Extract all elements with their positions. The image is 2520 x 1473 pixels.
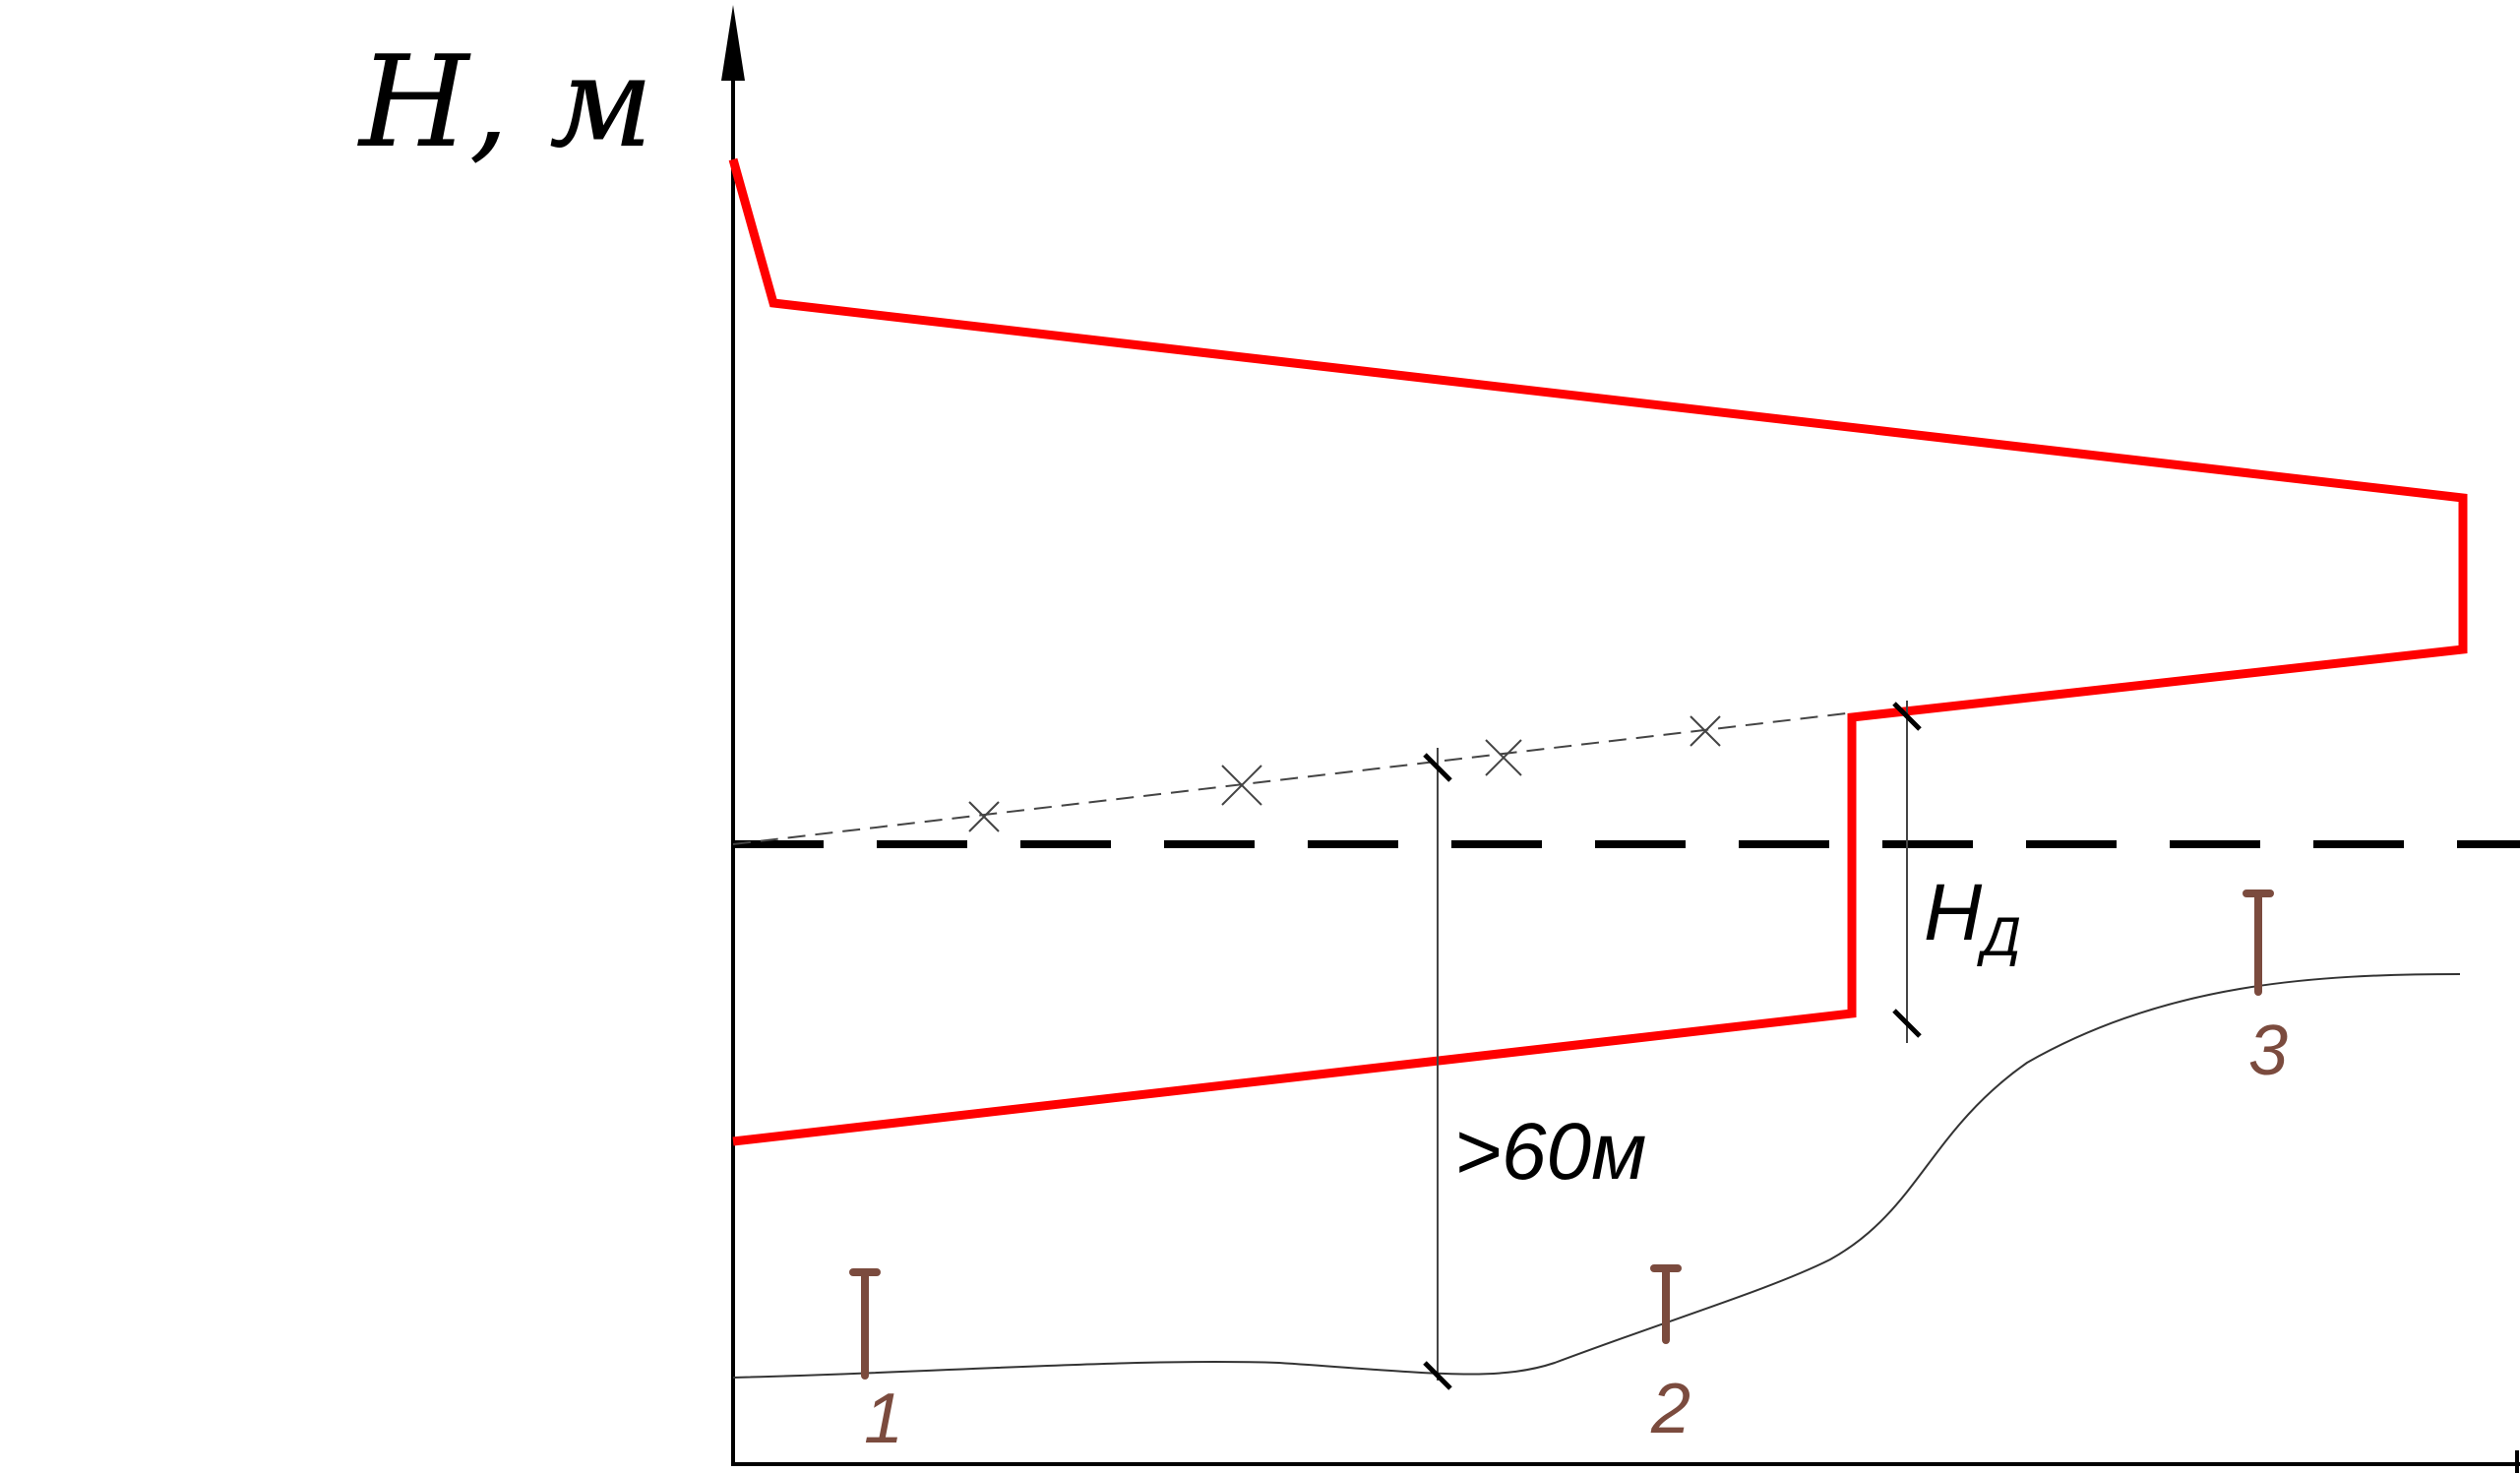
dimension-height-tick-top xyxy=(1892,702,1922,731)
dimension-height-main: H xyxy=(1924,868,1983,957)
cross-marker xyxy=(1485,739,1522,776)
dimension-span-label: >60м xyxy=(1454,1107,1646,1197)
cross-markers xyxy=(968,715,1721,832)
y-axis-arrow xyxy=(721,5,745,81)
dimension-height-tick-bottom xyxy=(1892,1009,1922,1038)
well-1 xyxy=(849,1268,881,1380)
cross-marker xyxy=(1690,715,1721,747)
cross-marker xyxy=(968,801,1000,832)
cross-marker xyxy=(1221,765,1262,806)
y-axis-title: H, м xyxy=(357,30,653,176)
pressure-profile-line xyxy=(728,157,2468,1146)
ground-surface-curve xyxy=(732,973,2461,1379)
well-3 xyxy=(2243,890,2274,996)
dimension-height-label: HД xyxy=(1924,868,2021,967)
dimension-tick-bottom xyxy=(1423,1361,1452,1390)
well-label-2: 2 xyxy=(1650,1370,1690,1448)
dimension-height-subscript: Д xyxy=(1976,905,2020,967)
thin-dashed-sloped-line xyxy=(732,711,1856,845)
well-2 xyxy=(1650,1264,1682,1344)
well-label-3: 3 xyxy=(2248,1012,2288,1090)
well-label-1: 1 xyxy=(864,1380,903,1458)
dimension-tick-top xyxy=(1423,753,1452,782)
